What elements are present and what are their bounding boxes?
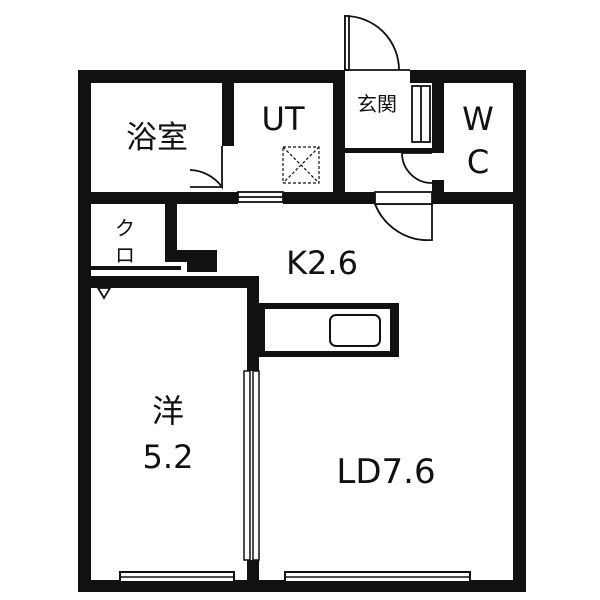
front-door	[344, 15, 400, 71]
interior-walls	[78, 83, 526, 592]
wall-mid-horizontal-a	[78, 192, 238, 204]
room-label-western-bottom: 5.2	[143, 438, 194, 476]
wall-ut-entrance	[333, 83, 345, 204]
kitchen-counter	[259, 303, 399, 357]
entrance-step	[345, 148, 432, 153]
wall-left	[78, 70, 91, 592]
wall-western-top	[91, 276, 259, 288]
sink	[329, 314, 381, 347]
wall-top-left	[78, 70, 345, 83]
windows	[119, 571, 471, 583]
wall-mid-horizontal-c	[432, 192, 526, 204]
room-label-living-dining: LD7.6	[336, 452, 435, 492]
wall-bath-ut	[222, 83, 234, 146]
washer-pan	[282, 146, 320, 184]
doors	[96, 15, 433, 300]
room-label-wc-top: W	[462, 100, 494, 138]
sliding-partition	[243, 370, 260, 561]
room-label-bath: 浴室	[126, 120, 188, 156]
wall-western-ld	[247, 276, 259, 371]
room-label-utility: UT	[262, 100, 305, 138]
wall-closet-right	[165, 204, 177, 262]
room-label-western-top: 洋	[152, 392, 184, 430]
wall-mid-horizontal-b	[283, 192, 375, 204]
entrance-door	[374, 203, 433, 242]
room-label-closet-bottom: ロ	[115, 243, 135, 267]
closet-door-marker	[96, 287, 112, 300]
room-label-wc-bottom: C	[467, 143, 489, 181]
wall-entrance-wc	[432, 83, 444, 153]
room-label-entrance: 玄関	[357, 92, 397, 116]
room-label-closet-top: ク	[115, 216, 135, 240]
wc-door	[401, 152, 433, 184]
wall-top-right	[410, 70, 523, 83]
bath-door	[189, 146, 223, 190]
wall-closet-shelf	[91, 266, 181, 270]
room-label-kitchen: K2.6	[286, 244, 358, 282]
wall-right	[513, 70, 526, 592]
